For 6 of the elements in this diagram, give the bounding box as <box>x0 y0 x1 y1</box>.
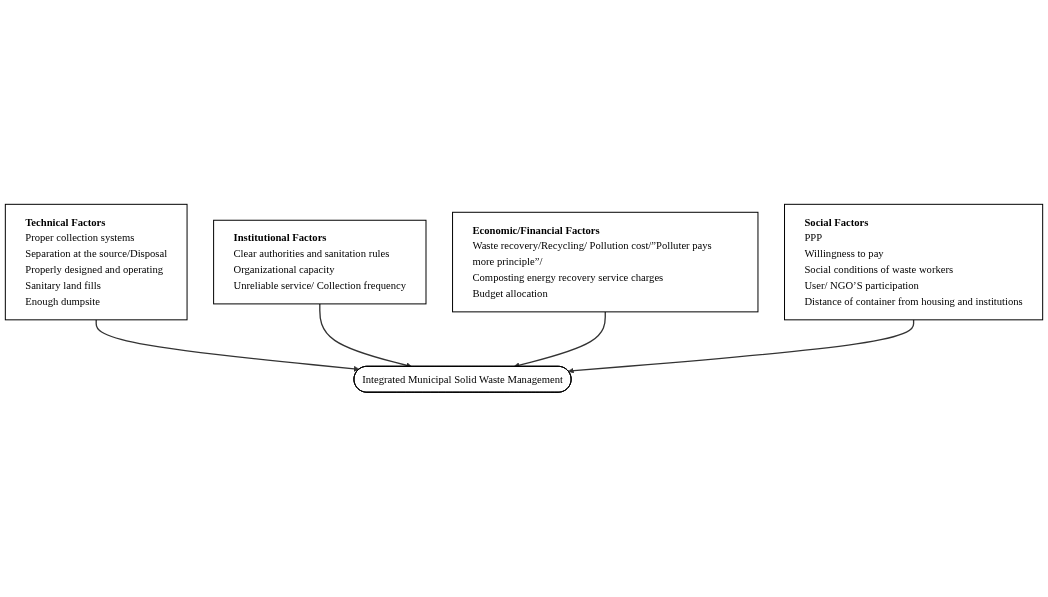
arrow <box>95 319 360 372</box>
node-box: Social Factors PPP Willingness to pay Social conditions of waste workers User/ NGO’S participation Distance of container from housing and institutions <box>784 204 1044 321</box>
node-box: Institutional Factors Clear authorities and sanitation rules Organizational capacity Unreliable service/ Collection frequency <box>213 220 427 305</box>
node-box: Economic/Financial Factors Waste recovery/Recycling/ Pollution cost/”Polluter pays more principle”/ Composting energy recovery service charges Budget allocation <box>452 212 759 313</box>
arrow <box>568 319 915 374</box>
node-box: Technical Factors Proper collection systems Separation at the source/Disposal Properly designed and operating Sanitary land fills Enough dumpsite <box>4 204 188 321</box>
